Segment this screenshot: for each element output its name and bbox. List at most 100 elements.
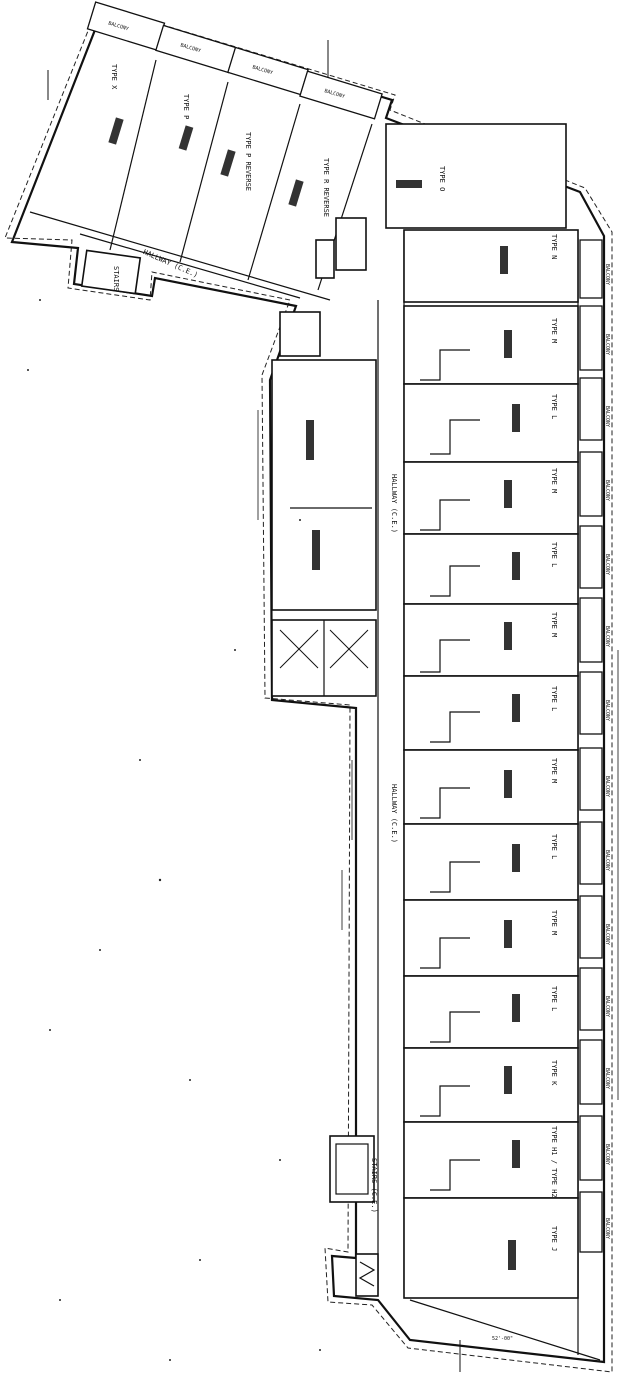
- hallway-label-bottom: HALLWAY (C.E.): [390, 784, 398, 843]
- speck: [59, 1299, 61, 1301]
- wing-wall-2: [179, 81, 229, 263]
- hallway-label-top: HALLWAY (C.E.): [390, 474, 398, 533]
- wing-wall-3: [247, 103, 301, 281]
- unit-interior-walls: [420, 349, 480, 1191]
- unit-row-7: [403, 749, 579, 825]
- unit-label-10: TYPE L: [550, 986, 558, 1011]
- wing-unit-2-label: TYPE P: [182, 94, 190, 119]
- balcony-9: [579, 821, 603, 885]
- jog-12: [430, 1159, 480, 1191]
- jog-9: [420, 937, 470, 969]
- wing-unit-3-hatch: [220, 149, 236, 177]
- wing-balcony-4-label: BALCONY: [324, 88, 346, 100]
- wing-balcony-3-label: BALCONY: [252, 64, 274, 76]
- unit-label-o: TYPE O: [438, 166, 446, 191]
- speck: [39, 299, 41, 301]
- wing-unit-3-label: TYPE P REVERSE: [244, 132, 252, 191]
- balcony-label-2: BALCONY: [604, 334, 610, 355]
- unit-label-12: TYPE H1 / TYPE H2: [550, 1126, 558, 1198]
- elevator-x-1b: [279, 629, 319, 669]
- balcony-8: [579, 747, 603, 811]
- hatch-r5: [504, 622, 512, 650]
- building-outline: [10, 10, 606, 1364]
- speck: [199, 1259, 201, 1261]
- jog-1: [420, 349, 470, 381]
- balcony-10: [579, 895, 603, 959]
- unit-label-4: TYPE L: [550, 542, 558, 567]
- dimension-bottom: 52'-00": [492, 1336, 513, 1342]
- balcony-1: [579, 239, 603, 299]
- unit-label-2: TYPE L: [550, 394, 558, 419]
- speck: [99, 949, 101, 951]
- balcony-6: [579, 597, 603, 663]
- balcony-label-1: BALCONY: [604, 264, 610, 285]
- hatch-r1: [504, 330, 512, 358]
- unit-label-6: TYPE L: [550, 686, 558, 711]
- balcony-label-5: BALCONY: [604, 554, 610, 575]
- balcony-label-13: BALCONY: [604, 1144, 610, 1165]
- balcony-12: [579, 1039, 603, 1105]
- balcony-label-3: BALCONY: [604, 406, 610, 427]
- balcony-label-10: BALCONY: [604, 924, 610, 945]
- unit-label-8: TYPE L: [550, 834, 558, 859]
- speck: [234, 649, 236, 651]
- balcony-7: [579, 671, 603, 735]
- unit-row-3: [403, 461, 579, 535]
- unit-label-7: TYPE M: [550, 758, 558, 783]
- balcony-label-12: BALCONY: [604, 1068, 610, 1089]
- wing-corridor-wall: [29, 211, 331, 301]
- jog-8: [430, 861, 480, 893]
- balcony-3: [579, 377, 603, 441]
- wing-unit-1-hatch: [108, 117, 124, 145]
- unit-row-12: [403, 1121, 579, 1199]
- hatch-r3: [504, 480, 512, 508]
- hatch-r10: [512, 994, 520, 1022]
- small-room-bottom: [355, 1253, 379, 1297]
- wing-unit-2-hatch: [178, 125, 194, 151]
- balcony-label-6: BALCONY: [604, 626, 610, 647]
- balcony-label-7: BALCONY: [604, 700, 610, 721]
- speck: [49, 1029, 51, 1031]
- balcony-13: [579, 1115, 603, 1181]
- wing-balcony-2-label: BALCONY: [180, 42, 202, 54]
- unit-row-9: [403, 899, 579, 977]
- speck: [158, 878, 162, 882]
- wing-corridor-wall-2: [79, 233, 301, 299]
- unit-rows: [403, 305, 579, 1299]
- balcony-label-11: BALCONY: [604, 996, 610, 1017]
- wing-stair: [80, 249, 142, 295]
- hatch-r13: [508, 1240, 516, 1270]
- unit-row-5: [403, 603, 579, 677]
- jog-2: [430, 419, 480, 455]
- wing-stair-label: STAIRS: [112, 266, 120, 291]
- jog-6: [430, 711, 480, 743]
- unit-label-11: TYPE K: [550, 1060, 558, 1086]
- hatch-r8: [512, 844, 520, 872]
- jog-7: [420, 787, 470, 819]
- hatch-n: [500, 246, 508, 274]
- scan-specks: [27, 299, 321, 1361]
- speck: [189, 1079, 191, 1081]
- speck: [169, 1359, 171, 1361]
- balcony-2: [579, 305, 603, 371]
- balcony-11: [579, 967, 603, 1031]
- unit-row-2: [403, 383, 579, 463]
- hatch-r7: [504, 770, 512, 798]
- balcony-label-9: BALCONY: [604, 850, 610, 871]
- elevator-x-2b: [329, 629, 369, 669]
- stairs-bottom-inner: [335, 1143, 369, 1195]
- speck: [319, 1349, 321, 1351]
- hatch-r6: [512, 694, 520, 722]
- balcony-4: [579, 451, 603, 517]
- hatch-r4: [512, 552, 520, 580]
- unit-label-n: TYPE N: [550, 234, 558, 259]
- speck: [279, 1159, 281, 1161]
- balcony-labels: BALCONY BALCONY BALCONY BALCONY BALCONY …: [604, 264, 610, 1239]
- wing-balcony-1-label: BALCONY: [107, 21, 129, 33]
- small-room-3: [279, 311, 321, 357]
- wing-wall-1: [109, 59, 157, 251]
- unit-row-8: [403, 823, 579, 901]
- unit-hatches: [396, 180, 520, 1270]
- jog-3: [420, 499, 470, 531]
